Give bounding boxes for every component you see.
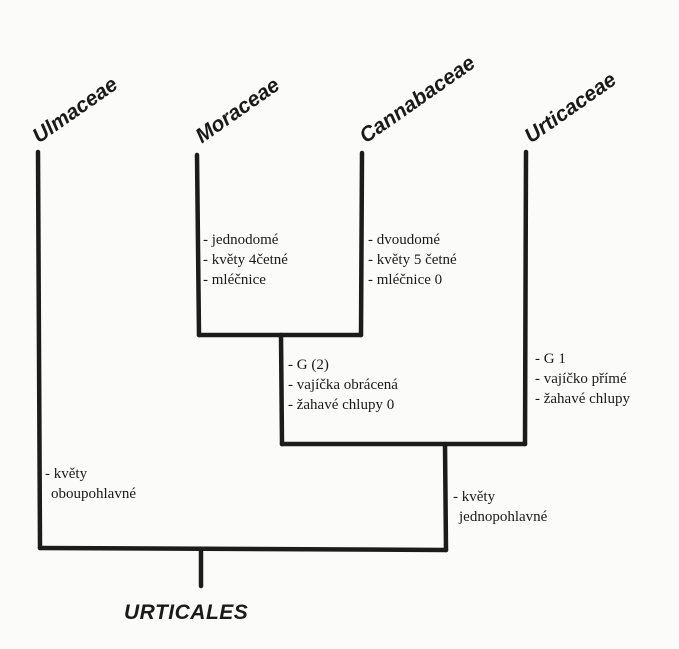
trait-item: - květy 5 četné <box>368 252 457 268</box>
trait-item: - žahavé chlupy 0 <box>288 397 395 413</box>
trait-item: - květy <box>453 489 496 505</box>
branch-moraceae <box>194 152 202 338</box>
root-label: URTICALES <box>124 601 249 624</box>
trait-item: - květy <box>45 466 88 482</box>
trait-item: - mléčnice <box>203 272 266 288</box>
traits-cannabaceae: - dvoudomé - květy 5 četné - mléčnice 0 <box>368 230 457 290</box>
trait-item: - dvoudomé <box>368 232 441 248</box>
trait-item: - vajíčka obrácená <box>288 377 398 393</box>
trait-item: jednopohlavné <box>459 509 548 525</box>
stem-moraceae-cannabaceae <box>278 332 285 447</box>
trait-item: - vajíčko přímé <box>535 371 627 387</box>
branch-cannabaceae <box>358 150 365 338</box>
trait-item: - jednodomé <box>203 232 279 248</box>
trait-item: - G 1 <box>535 351 566 367</box>
traits-urticaceae-group: - květy jednopohlavné <box>453 487 547 527</box>
branch-urticaceae <box>522 149 529 447</box>
trait-item: - mléčnice 0 <box>368 272 443 288</box>
traits-moraceae: - jednodomé - květy 4četné - mléčnice <box>203 230 288 290</box>
branch-ulmaceae <box>35 149 43 551</box>
traits-ulmaceae: - květy oboupohlavné <box>45 464 136 504</box>
trait-item: oboupohlavné <box>51 486 136 502</box>
trait-item: - žahavé chlupy <box>535 391 630 407</box>
traits-moraceae-cannabaceae: - G (2) - vajíčka obrácená - žahavé chlu… <box>288 355 398 415</box>
trait-item: - květy 4četné <box>203 252 288 268</box>
traits-urticaceae: - G 1 - vajíčko přímé - žahavé chlupy <box>535 349 630 409</box>
node-root <box>37 545 449 553</box>
trait-item: - G (2) <box>288 357 329 373</box>
stem-inner-group <box>442 441 449 553</box>
